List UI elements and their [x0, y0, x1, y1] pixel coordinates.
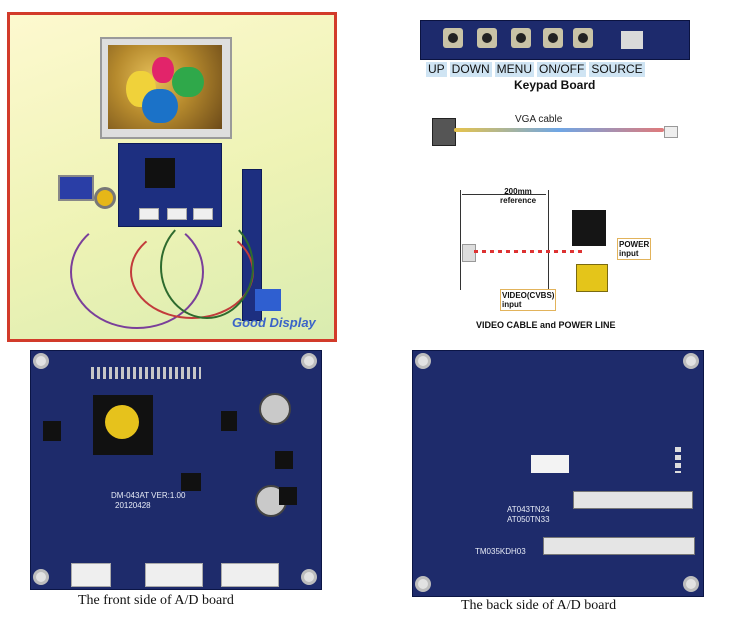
back-board-caption: The back side of A/D board	[461, 598, 617, 613]
dim-line	[548, 190, 549, 290]
keypad-label-menu: MENU	[494, 62, 535, 77]
keypad-label-up: UP	[426, 62, 447, 77]
dimension-text: 200mm reference	[500, 187, 537, 205]
test-pads	[675, 447, 681, 473]
menu-key-icon	[511, 28, 531, 48]
lcd-screen-image	[108, 45, 222, 129]
ad-board-front: DM-043AT VER:1.00 20120428	[30, 350, 322, 590]
vga-cable-end	[664, 126, 678, 138]
lcd-model-1: AT043TN24	[507, 505, 550, 514]
keypad-label-down: DOWN	[449, 62, 492, 77]
qc-sticker	[531, 455, 569, 473]
cable-wire	[474, 250, 584, 253]
dim-arrow	[462, 194, 546, 195]
video-text: VIDEO(CVBS) input	[502, 291, 555, 309]
lcd-model-3: TM035KDH03	[475, 547, 526, 556]
rca-video-jack-icon	[576, 264, 608, 292]
down-key-icon	[477, 28, 497, 48]
capacitor	[259, 393, 291, 425]
lcd-model-2: AT050TN33	[507, 515, 550, 524]
kit-photo: Good Display	[7, 12, 337, 342]
controller-board	[118, 143, 222, 227]
pin-header	[91, 367, 201, 379]
board-model-silk: DM-043AT VER:1.00	[111, 491, 186, 500]
dimension-label: 200mm reference	[500, 187, 536, 205]
keypad-label-onoff: ON/OFF	[537, 62, 587, 77]
keypad-title: Keypad Board	[514, 78, 596, 92]
dim-line	[460, 190, 461, 290]
up-key-icon	[443, 28, 463, 48]
power-label: POWER input	[617, 238, 652, 260]
connector	[221, 563, 279, 587]
front-board-caption: The front side of A/D board	[78, 593, 234, 608]
keypad-board	[420, 20, 690, 60]
onoff-key-icon	[543, 28, 563, 48]
vga-cable-wire	[454, 128, 664, 132]
vga-plug-icon	[432, 118, 456, 146]
vga-cable-label: VGA cable	[515, 114, 563, 125]
good-display-logo-icon	[255, 289, 281, 311]
connector	[145, 563, 203, 587]
power-jack-icon	[572, 210, 606, 246]
video-label: VIDEO(CVBS) input	[500, 289, 557, 311]
cable-caption: VIDEO CABLE and POWER LINE	[476, 320, 616, 330]
rca-connector	[94, 187, 116, 209]
vga-connector	[58, 175, 94, 201]
ad-board-back: AT043TN24 AT050TN33 TM035KDH03	[412, 350, 704, 597]
logo-text: Good Display	[232, 315, 316, 330]
power-text: POWER input	[619, 240, 650, 258]
source-key-icon	[573, 28, 593, 48]
fpc-connector-2	[543, 537, 695, 555]
keypad-label-source: SOURCE	[589, 62, 645, 77]
fpc-connector-1	[573, 491, 693, 509]
lcd-panel	[100, 37, 232, 139]
keypad-labels: UP DOWN MENU ON/OFF SOURCE	[426, 62, 645, 77]
chip-label-sticker	[105, 405, 139, 439]
keypad-connector	[621, 31, 643, 49]
board-date-silk: 20120428	[115, 501, 151, 510]
cable-plug	[462, 244, 476, 262]
connector	[71, 563, 111, 587]
cable-loop	[160, 215, 254, 319]
